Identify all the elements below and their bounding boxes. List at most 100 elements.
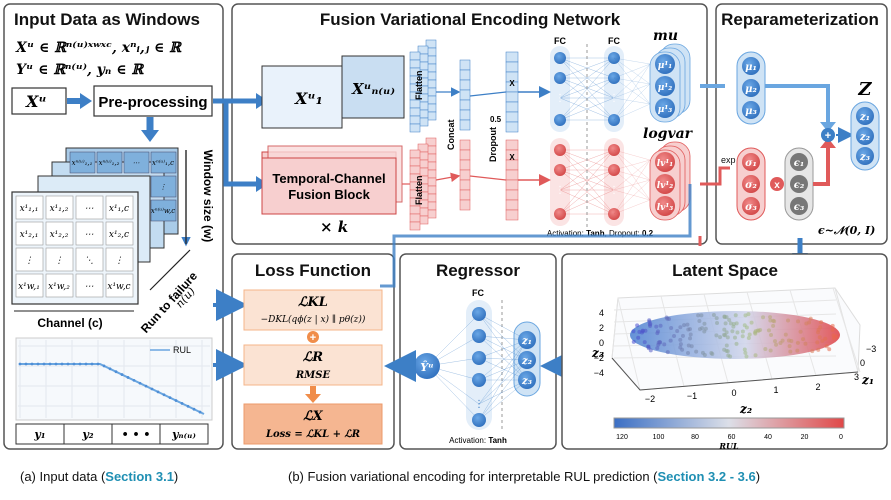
z-node: z₁ bbox=[859, 112, 870, 123]
latent-point bbox=[771, 323, 776, 328]
front-grid-cell: ⋯ bbox=[85, 282, 94, 292]
colorbar-tick: 20 bbox=[801, 434, 809, 441]
latent-point bbox=[743, 313, 748, 318]
y-cell: • • • bbox=[122, 428, 151, 441]
rul-point bbox=[18, 362, 22, 366]
regressor-z-node: z₂ bbox=[521, 356, 533, 367]
latent-point bbox=[631, 339, 636, 344]
latent-point bbox=[763, 347, 768, 352]
latent-point bbox=[631, 329, 636, 334]
loss-panel: Loss Function ℒKL −DKL(qϕ(z | x) ∥ pθ(z)… bbox=[213, 253, 395, 450]
xu-box bbox=[11, 87, 67, 115]
latent-point bbox=[722, 332, 727, 337]
rul-point bbox=[60, 362, 64, 366]
latent-point bbox=[665, 350, 670, 355]
latent-point bbox=[753, 331, 758, 336]
fc-node bbox=[554, 52, 566, 64]
plus-sign: + bbox=[825, 130, 831, 142]
dropout-mark: X bbox=[509, 79, 515, 88]
regressor-hidden-node bbox=[472, 351, 486, 365]
caption-a: (a) Input data (Section 3.1) bbox=[20, 469, 178, 484]
latent-point bbox=[648, 348, 653, 353]
latent-point bbox=[743, 350, 748, 355]
regressor-hidden-node bbox=[472, 413, 486, 427]
z3-tick: 0 bbox=[599, 338, 604, 348]
xn-window bbox=[341, 55, 405, 119]
latent-3d-plot bbox=[611, 287, 861, 391]
loss-plus: + bbox=[310, 332, 316, 344]
latent-point bbox=[655, 346, 660, 351]
latent-point bbox=[696, 313, 701, 318]
times-k-label: × k bbox=[320, 218, 348, 236]
latent-point bbox=[788, 349, 793, 354]
latent-point bbox=[654, 324, 659, 329]
mu-node: μ₂ bbox=[745, 84, 757, 95]
mu-node: μ₁ bbox=[745, 62, 757, 73]
latent-point bbox=[816, 347, 821, 352]
dropout-rate: 0.5 bbox=[490, 115, 502, 124]
latent-point bbox=[827, 347, 832, 352]
eps-distribution: ϵ~𝒩(0, I) bbox=[818, 224, 875, 237]
latent-point bbox=[657, 339, 662, 344]
rul-point bbox=[42, 362, 46, 366]
lr-label: ℒR bbox=[303, 350, 323, 365]
input-equation-2: Yᵘ ∈ ℝⁿ⁽ᵘ⁾, yₙ ∈ ℝ bbox=[16, 62, 144, 78]
regressor-hidden-node bbox=[472, 329, 486, 343]
latent-point bbox=[735, 330, 740, 335]
latent-point bbox=[686, 343, 691, 348]
latent-point bbox=[646, 344, 651, 349]
regressor-z-node: z₁ bbox=[521, 336, 532, 347]
mu-head-label: mu bbox=[653, 28, 678, 44]
fc-label-1: FC bbox=[554, 36, 566, 46]
latent-point bbox=[787, 344, 792, 349]
y-cell: y₂ bbox=[81, 428, 93, 441]
rul-point bbox=[78, 362, 82, 366]
rul-legend: RUL bbox=[173, 345, 191, 355]
front-grid-cell: x¹₁,₁ bbox=[20, 204, 39, 214]
rul-point bbox=[84, 362, 88, 366]
z3-tick: −4 bbox=[594, 368, 604, 378]
rul-point bbox=[156, 390, 160, 394]
rul-point bbox=[126, 376, 130, 379]
input-equation-1: Xᵘ ∈ ℝⁿ⁽ᵘ⁾ˣʷˣᶜ, xⁿᵢ,ⱼ ∈ ℝ bbox=[15, 40, 182, 56]
latent-point bbox=[675, 329, 680, 334]
regressor-z-node: z₃ bbox=[521, 376, 533, 387]
ellipsis: ⋮ bbox=[474, 399, 484, 410]
z2-tick: −2 bbox=[645, 394, 655, 404]
latent-point bbox=[686, 350, 691, 355]
eps-node: ϵ₂ bbox=[794, 180, 805, 191]
temporal-label: Temporal-Channel bbox=[272, 171, 385, 186]
multiply-sign: x bbox=[774, 180, 780, 191]
latent-point bbox=[744, 354, 749, 359]
latent-point bbox=[816, 327, 821, 332]
latent-point bbox=[820, 338, 825, 343]
xn-label: Xᵘₙ₍ᵤ₎ bbox=[351, 80, 395, 98]
back-grid-cell: xⁿ⁽ᵘ⁾₁,c bbox=[152, 158, 174, 167]
regressor-hidden-node bbox=[472, 307, 486, 321]
latent-point bbox=[688, 332, 693, 337]
latent-point bbox=[769, 332, 774, 337]
front-grid-cell: x¹₂,₁ bbox=[20, 230, 39, 240]
latent-point bbox=[648, 321, 653, 326]
latent-point bbox=[766, 328, 771, 333]
latent-point bbox=[656, 329, 661, 334]
lx-label: ℒX bbox=[303, 409, 323, 424]
latent-point bbox=[728, 354, 733, 359]
z3-tick: 2 bbox=[599, 323, 604, 333]
latent-point bbox=[733, 313, 738, 318]
colorbar-tick: 120 bbox=[616, 434, 628, 441]
latent-point bbox=[819, 320, 824, 325]
rul-point bbox=[168, 396, 172, 400]
latent-point bbox=[768, 348, 773, 353]
z2-tick: −1 bbox=[687, 391, 697, 401]
rul-point bbox=[150, 387, 154, 391]
ellipsis: ⋮ bbox=[609, 185, 619, 196]
latent-point bbox=[637, 329, 642, 334]
latent-point bbox=[678, 337, 683, 342]
rul-point bbox=[138, 381, 142, 385]
latent-point bbox=[678, 345, 683, 350]
latent-cloud bbox=[630, 311, 840, 359]
fusion-panel: Fusion Variational Encoding Network Xᵘ₁ … bbox=[213, 3, 708, 245]
latent-point bbox=[801, 337, 806, 342]
